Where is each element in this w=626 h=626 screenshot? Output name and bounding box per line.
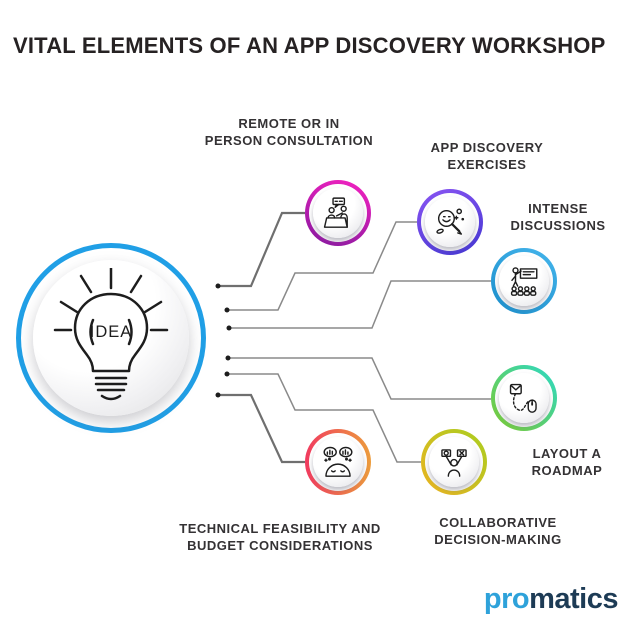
- node-layout-a-roadmap: [491, 365, 557, 431]
- label-layout-a-roadmap: LAYOUT A ROADMAP: [507, 445, 626, 479]
- connector-line: [218, 393, 305, 464]
- node-disc: [499, 256, 549, 306]
- node-app-discovery-exercises: [417, 189, 483, 255]
- central-idea-circle: IDEA: [16, 243, 206, 433]
- logo-part-matics: matics: [529, 583, 618, 615]
- node-remote-or-in-person-consultation: [305, 180, 371, 246]
- decision-signs-icon: [441, 449, 467, 477]
- label-collaborative-decision-making: COLLABORATIVE DECISION-MAKING: [398, 514, 598, 548]
- label-line: BUDGET CONSIDERATIONS: [187, 538, 373, 553]
- node-collaborative-decision-making: [421, 429, 487, 495]
- node-ring-gap: [309, 433, 367, 491]
- connector-line: [228, 357, 491, 400]
- roadmap-icon: [509, 383, 537, 413]
- connector-dot: [226, 325, 232, 331]
- label-line: ROADMAP: [531, 463, 603, 478]
- node-ring-gap: [495, 252, 553, 310]
- node-ring-gap: [421, 193, 479, 251]
- label-technical-feasibility: TECHNICAL FEASIBILITY AND BUDGET CONSIDE…: [148, 520, 412, 554]
- node-disc: [499, 373, 549, 423]
- connector-dot: [225, 355, 231, 361]
- magnifier-discovery-icon: [436, 208, 465, 235]
- page-title: VITAL ELEMENTS OF AN APP DISCOVERY WORKS…: [13, 33, 606, 58]
- node-ring-gap: [309, 184, 367, 242]
- consultation-icon: [323, 197, 348, 228]
- connector-dot: [224, 307, 230, 313]
- connector-line: [227, 373, 421, 463]
- node-disc: [425, 197, 475, 247]
- label-line: EXERCISES: [447, 157, 527, 172]
- label-line: DECISION-MAKING: [434, 532, 562, 547]
- label-intense-discussions: INTENSE DISCUSSIONS: [495, 200, 621, 234]
- idea-label: IDEA: [90, 323, 133, 341]
- logo-part-pro: pro: [483, 583, 530, 615]
- central-idea-disc: IDEA: [33, 260, 189, 416]
- label-line: PERSON CONSULTATION: [204, 133, 374, 148]
- connector-line: [218, 211, 305, 288]
- node-technical-feasibility: [305, 429, 371, 495]
- connector-dot: [224, 371, 230, 377]
- node-intense-discussions: [491, 248, 557, 314]
- connector-line: [229, 280, 491, 329]
- label-line: INTENSE: [528, 201, 588, 216]
- connector-dot: [215, 283, 221, 289]
- label-line: COLLABORATIVE: [439, 515, 557, 530]
- thinking-charts-icon: [323, 446, 353, 477]
- label-remote-or-in-person-consultation: REMOTE OR IN PERSON CONSULTATION: [163, 115, 415, 149]
- label-app-discovery-exercises: APP DISCOVERY EXERCISES: [397, 139, 577, 173]
- node-disc: [313, 437, 363, 487]
- label-line: REMOTE OR IN: [238, 116, 340, 131]
- presentation-icon: [510, 267, 538, 296]
- lightbulb-idea-icon: IDEA: [53, 268, 169, 401]
- node-ring-gap: [425, 433, 483, 491]
- label-line: LAYOUT A: [532, 446, 602, 461]
- node-disc: [313, 188, 363, 238]
- node-ring-gap: [495, 369, 553, 427]
- label-line: DISCUSSIONS: [510, 218, 606, 233]
- node-disc: [429, 437, 479, 487]
- connector-dot: [215, 392, 221, 398]
- connector-line: [227, 221, 417, 311]
- label-line: APP DISCOVERY: [430, 140, 544, 155]
- promatics-logo: promatics: [483, 583, 619, 616]
- label-line: TECHNICAL FEASIBILITY AND: [179, 521, 381, 536]
